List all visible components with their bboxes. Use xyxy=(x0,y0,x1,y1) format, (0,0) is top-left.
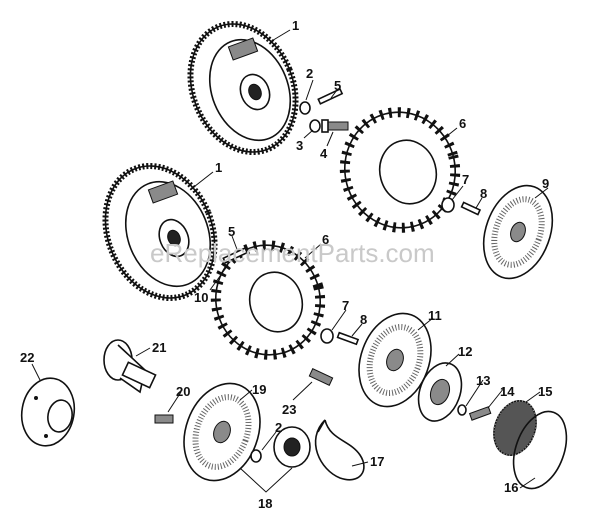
callout-3: 3 xyxy=(296,138,303,153)
watermark-text: eReplacementParts.com xyxy=(150,238,435,268)
fan-lower xyxy=(210,240,326,360)
callout-12: 12 xyxy=(458,344,472,359)
callout-7-upper: 7 xyxy=(462,172,469,187)
callout-17: 17 xyxy=(370,454,384,469)
callout-2-upper: 2 xyxy=(306,66,313,81)
retainer-ring xyxy=(512,410,568,490)
screen-upper xyxy=(482,184,554,280)
stator-18 xyxy=(250,426,311,468)
callout-9: 9 xyxy=(542,176,549,191)
callout-2-lower: 2 xyxy=(275,420,282,435)
mesh-screen xyxy=(493,400,537,456)
callout-1-lower: 1 xyxy=(215,160,222,175)
callout-11: 11 xyxy=(428,308,442,323)
callout-10: 10 xyxy=(194,290,208,305)
cup-12 xyxy=(417,362,463,422)
callout-1-upper: 1 xyxy=(292,18,299,33)
fan-upper xyxy=(339,107,461,233)
flywheel-lower xyxy=(102,163,218,301)
callout-5-upper: 5 xyxy=(334,78,341,93)
callout-20: 20 xyxy=(176,384,190,399)
callout-14: 14 xyxy=(500,384,515,399)
callout-13: 13 xyxy=(476,373,490,388)
flywheel-upper xyxy=(187,21,299,155)
callout-6-upper: 6 xyxy=(459,116,466,131)
harness-17 xyxy=(314,419,365,481)
small-parts xyxy=(154,88,492,424)
adapter-21 xyxy=(103,339,157,394)
callout-19: 19 xyxy=(252,382,266,397)
callout-16: 16 xyxy=(504,480,518,495)
leader-lines xyxy=(31,29,549,493)
callout-22: 22 xyxy=(20,350,34,365)
callout-18: 18 xyxy=(258,496,272,511)
screen-19 xyxy=(183,382,261,482)
callout-21: 21 xyxy=(152,340,166,355)
callout-15: 15 xyxy=(538,384,552,399)
callout-23: 23 xyxy=(282,402,296,417)
callout-8-lower: 8 xyxy=(360,312,367,327)
screen-lower xyxy=(358,312,432,408)
callout-5-lower: 5 xyxy=(228,224,235,239)
callout-4: 4 xyxy=(320,146,328,161)
hub-22 xyxy=(20,377,76,447)
callout-8-upper: 8 xyxy=(480,186,487,201)
callout-6-lower: 6 xyxy=(322,232,329,247)
callout-labels: 1 1 2 2 3 4 5 5 6 6 7 7 8 8 9 10 11 12 1… xyxy=(20,18,552,511)
callout-7-lower: 7 xyxy=(342,298,349,313)
